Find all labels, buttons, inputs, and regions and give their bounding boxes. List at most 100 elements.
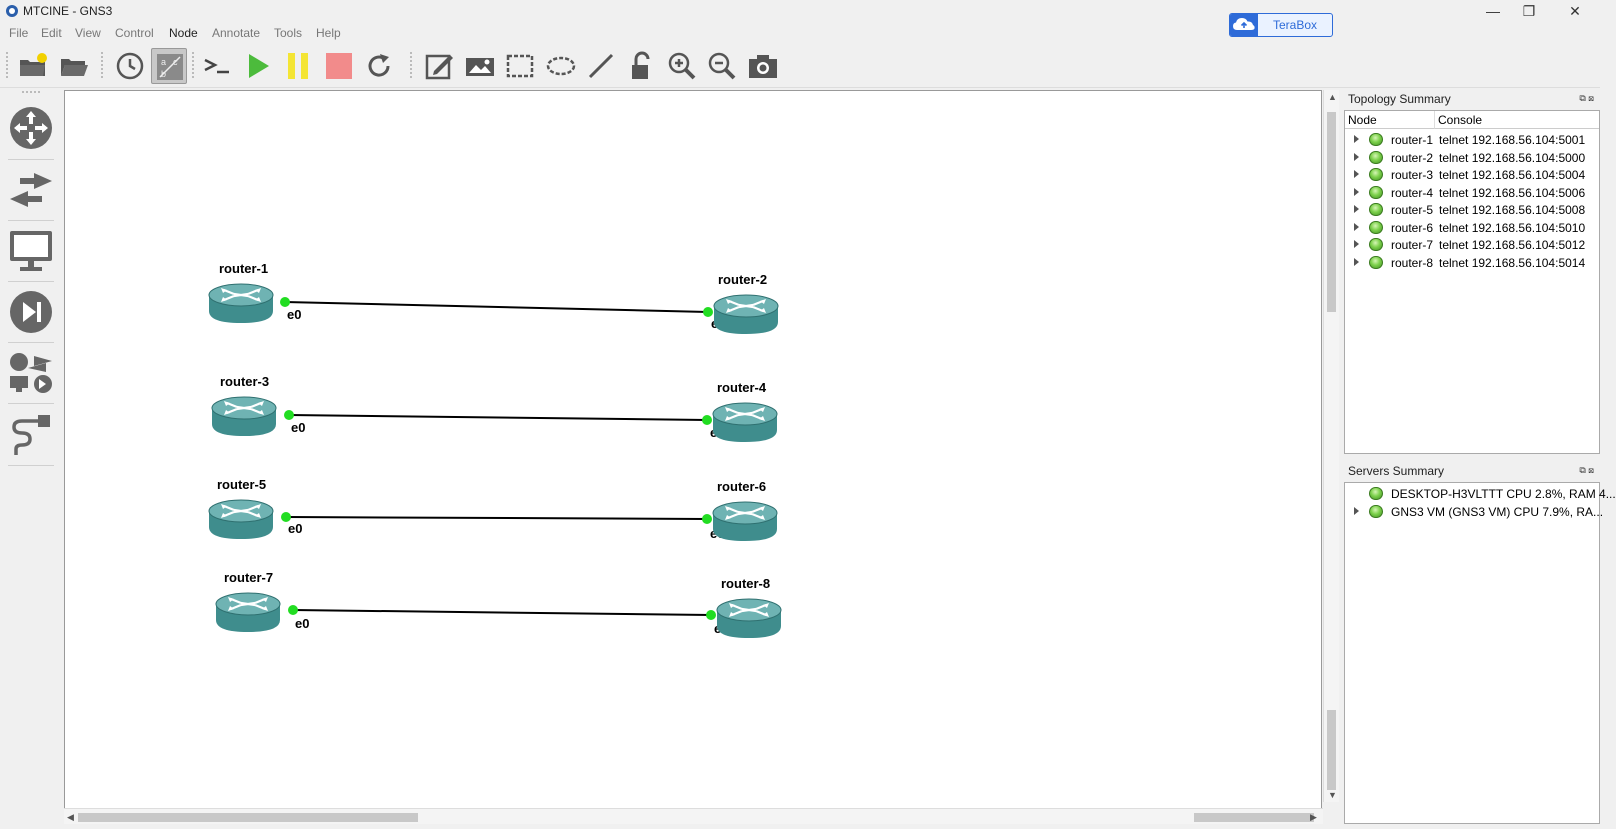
scroll-right-icon[interactable]: ▶ — [1310, 812, 1317, 822]
expand-arrow-icon[interactable] — [1354, 152, 1359, 161]
topology-row-router-6[interactable]: router-6 telnet 192.168.56.104:5010 — [1345, 219, 1601, 237]
router-node-router-3[interactable] — [211, 394, 277, 438]
router-icon — [208, 283, 274, 323]
server-row[interactable]: DESKTOP-H3VLTTT CPU 2.8%, RAM 4... — [1345, 485, 1616, 503]
port-label-router-1-e0: e0 — [287, 307, 302, 322]
lock-button[interactable] — [624, 48, 660, 84]
screenshot-button[interactable] — [745, 48, 781, 84]
row-node-name: router-6 — [1391, 220, 1434, 235]
menu-file[interactable]: File — [9, 26, 29, 40]
new-project-button[interactable] — [15, 48, 51, 84]
node-label-router-3[interactable]: router-3 — [220, 374, 270, 389]
expand-arrow-icon[interactable] — [1354, 135, 1359, 143]
suspend-all-button[interactable] — [280, 48, 316, 84]
minimize-button[interactable]: — — [1486, 3, 1500, 19]
menu-help[interactable]: Help — [316, 26, 341, 40]
node-label-router-4[interactable]: router-4 — [717, 380, 767, 395]
screenshot-icon — [749, 55, 777, 78]
window-title: MTCINE - GNS3 — [23, 4, 113, 18]
link-router-7-router-8[interactable] — [288, 605, 716, 620]
node-label-router-2[interactable]: router-2 — [718, 272, 768, 287]
browse-end-devices-button[interactable] — [8, 228, 54, 274]
terabox-button[interactable]: TeraBox — [1229, 13, 1333, 37]
insert-picture-button[interactable] — [462, 48, 498, 84]
console-all-button[interactable] — [199, 48, 235, 84]
expand-arrow-icon[interactable] — [1354, 170, 1359, 178]
browse-all-devices-button[interactable] — [8, 350, 54, 396]
router-node-router-4[interactable] — [712, 400, 778, 444]
maximize-button[interactable]: ❐ — [1522, 3, 1536, 19]
expand-arrow-icon[interactable] — [1354, 240, 1359, 248]
link-router-3-router-4[interactable] — [284, 410, 712, 425]
node-label-router-6[interactable]: router-6 — [717, 479, 767, 494]
node-label-router-7[interactable]: router-7 — [224, 570, 274, 585]
menu-view[interactable]: View — [75, 26, 101, 40]
topology-canvas[interactable]: router-1 router-2 router-3 router-4 rout… — [64, 90, 1322, 817]
node-label-router-1[interactable]: router-1 — [219, 261, 269, 276]
scroll-left-icon[interactable]: ◀ — [67, 812, 74, 822]
scroll-up-icon[interactable]: ▲ — [1328, 92, 1337, 102]
node-label-router-8[interactable]: router-8 — [721, 576, 771, 591]
router-node-router-7[interactable] — [215, 590, 281, 634]
menu-control[interactable]: Control — [115, 26, 154, 40]
expand-arrow-icon[interactable] — [1354, 507, 1359, 515]
menu-tools[interactable]: Tools — [274, 26, 303, 40]
node-label-router-5[interactable]: router-5 — [217, 477, 267, 492]
stop-all-button[interactable] — [321, 48, 357, 84]
title-bar: MTCINE - GNS3 TeraBox — ❐ ✕ — [0, 0, 1600, 37]
draw-line-button[interactable] — [583, 48, 619, 84]
router-node-router-8[interactable] — [716, 596, 782, 640]
browse-routers-button[interactable] — [8, 105, 54, 151]
row-console: telnet 192.168.56.104:5010 — [1439, 220, 1586, 235]
browse-security-devices-button[interactable] — [8, 289, 54, 335]
router-icon — [712, 402, 778, 442]
open-project-button[interactable] — [56, 48, 92, 84]
vertical-scrollbar[interactable]: ▲ ▼ — [1323, 90, 1339, 802]
link-router-1-router-2[interactable] — [280, 297, 713, 317]
expand-arrow-icon[interactable] — [1354, 222, 1359, 231]
dock-float-close-icons[interactable]: ⧉ ⊠ — [1579, 93, 1594, 103]
insert-picture-icon — [466, 58, 494, 76]
snapshot-clock-icon — [116, 52, 144, 80]
router-node-router-6[interactable] — [712, 499, 778, 543]
horizontal-scrollbar[interactable]: ◀ ▶ — [64, 808, 1323, 824]
show-interface-labels-button[interactable]: acb — [151, 48, 187, 84]
expand-arrow-icon[interactable] — [1354, 205, 1359, 213]
dock-float-close-icons[interactable]: ⧉ ⊠ — [1579, 465, 1594, 475]
column-header-console[interactable]: Console — [1435, 111, 1599, 129]
draw-ellipse-button[interactable] — [543, 48, 579, 84]
zoom-out-button[interactable] — [704, 48, 740, 84]
router-node-router-1[interactable] — [208, 281, 274, 325]
add-note-button[interactable] — [421, 48, 457, 84]
reload-all-button[interactable] — [361, 48, 397, 84]
column-header-node[interactable]: Node — [1345, 111, 1435, 129]
expand-arrow-icon[interactable] — [1354, 187, 1359, 196]
zoom-in-button[interactable] — [664, 48, 700, 84]
draw-rectangle-button[interactable] — [502, 48, 538, 84]
snapshot-button[interactable] — [112, 48, 148, 84]
scrollbar-thumb[interactable] — [78, 813, 418, 822]
menu-annotate[interactable]: Annotate — [212, 26, 261, 40]
start-all-button[interactable] — [240, 48, 276, 84]
link-router-5-router-6[interactable] — [281, 512, 712, 524]
device-separator — [8, 342, 54, 343]
routers-icon — [10, 107, 52, 149]
router-node-router-5[interactable] — [208, 497, 274, 541]
menu-edit[interactable]: Edit — [41, 26, 62, 40]
scroll-down-icon[interactable]: ▼ — [1328, 790, 1337, 800]
menu-node[interactable]: Node — [169, 26, 198, 40]
server-row[interactable]: GNS3 VM (GNS3 VM) CPU 7.9%, RA... — [1345, 503, 1603, 521]
close-button[interactable]: ✕ — [1569, 3, 1581, 19]
browse-switches-button[interactable] — [8, 167, 54, 213]
add-link-button[interactable] — [8, 411, 54, 457]
router-node-router-2[interactable] — [713, 292, 779, 336]
expand-arrow-icon[interactable] — [1354, 257, 1359, 266]
scrollbar-thumb[interactable] — [1327, 112, 1336, 312]
